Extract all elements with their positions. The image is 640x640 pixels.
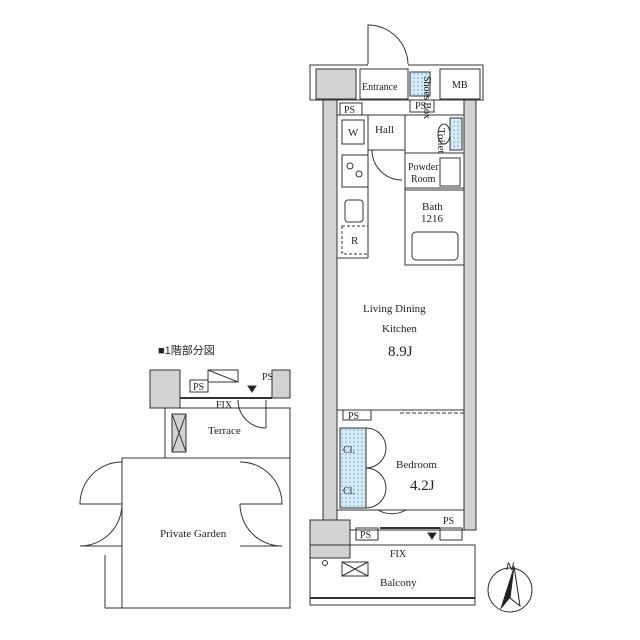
- mb-label: MB: [452, 80, 468, 91]
- ps-label-4: PS: [360, 530, 371, 541]
- toilet-bowl: [437, 123, 451, 145]
- bath-size-label: 1216: [421, 213, 444, 225]
- entrance-door-swing: [367, 24, 409, 66]
- ldk-label-2: Kitchen: [382, 323, 417, 335]
- ps-label-ff-2: PS: [262, 372, 273, 383]
- powder-room-label-1: Powder: [408, 162, 439, 173]
- bath-room: [404, 189, 465, 266]
- ps-label-3: PS: [348, 411, 359, 422]
- ff-door-swing: [237, 399, 267, 429]
- vanity: [439, 157, 461, 187]
- shoes-box-label: Shoes Box: [421, 76, 432, 119]
- ps-box-mid: [342, 409, 372, 421]
- entrance-label: Entrance: [362, 82, 398, 93]
- east-wall: [463, 99, 477, 531]
- bottom-left-pier: [309, 519, 351, 559]
- ps-box-bottom-right: [439, 527, 463, 541]
- closet-label-2: Cl.: [343, 486, 355, 497]
- drain-marker: [427, 532, 437, 540]
- mb-room: [439, 68, 481, 100]
- bedroom-label: Bedroom: [396, 459, 437, 471]
- first-floor-title: ■1階部分図: [158, 343, 215, 357]
- main-unit: [309, 24, 484, 606]
- labels: Entrance Shoes Box MB PS PS W Hall Toile…: [158, 76, 468, 589]
- hall-door-swing: [371, 149, 403, 181]
- gate-right-upper: [239, 461, 283, 505]
- toilet-label: Toilet: [435, 128, 447, 154]
- outdoor-unit: [341, 561, 369, 577]
- fix-label-ff: FIX: [216, 400, 233, 411]
- ps-label-5: PS: [443, 516, 454, 527]
- bath-label: Bath: [422, 201, 443, 213]
- closet: [339, 427, 367, 509]
- west-wall: [322, 99, 338, 531]
- ps-label-1: PS: [344, 105, 355, 116]
- sink: [344, 199, 364, 223]
- bathtub: [411, 231, 459, 261]
- ps-label-ff-1: PS: [193, 382, 204, 393]
- entrance-room: [359, 68, 409, 100]
- bedroom-door-swing: [377, 509, 407, 515]
- gate-left-upper: [79, 461, 123, 505]
- ldk-label-1: Living Dining: [363, 303, 426, 315]
- balcony-label: Balcony: [380, 577, 417, 589]
- washer: [341, 119, 365, 145]
- bedroom-size-label: 4.2J: [410, 478, 435, 494]
- private-garden-label: Private Garden: [160, 528, 227, 540]
- toilet-tank: [449, 117, 463, 151]
- ps-box-top: [339, 102, 363, 116]
- north-label: N: [506, 561, 514, 573]
- washer-label: W: [348, 127, 359, 139]
- hall-label: Hall: [375, 124, 394, 136]
- ps-label-2: PS: [415, 101, 426, 112]
- north-arrow: N: [487, 561, 533, 613]
- ps-box-ff: [189, 379, 209, 393]
- fix-label: FIX: [390, 549, 407, 560]
- terrace-label: Terrace: [208, 425, 241, 437]
- top-left-pier: [315, 68, 357, 100]
- gate-left-lower: [79, 503, 123, 547]
- first-floor-part: [79, 369, 291, 609]
- shoes-box: [409, 71, 431, 97]
- ps-box-bottom: [355, 527, 379, 541]
- gate-right-lower: [239, 503, 283, 547]
- closet-label-1: Cl.: [343, 445, 355, 456]
- powder-room-label-2: Room: [411, 174, 436, 185]
- ps-box-top-right: [409, 99, 435, 113]
- fridge-label: R: [351, 235, 359, 247]
- ldk-size-label: 8.9J: [388, 344, 413, 360]
- stove: [341, 154, 369, 188]
